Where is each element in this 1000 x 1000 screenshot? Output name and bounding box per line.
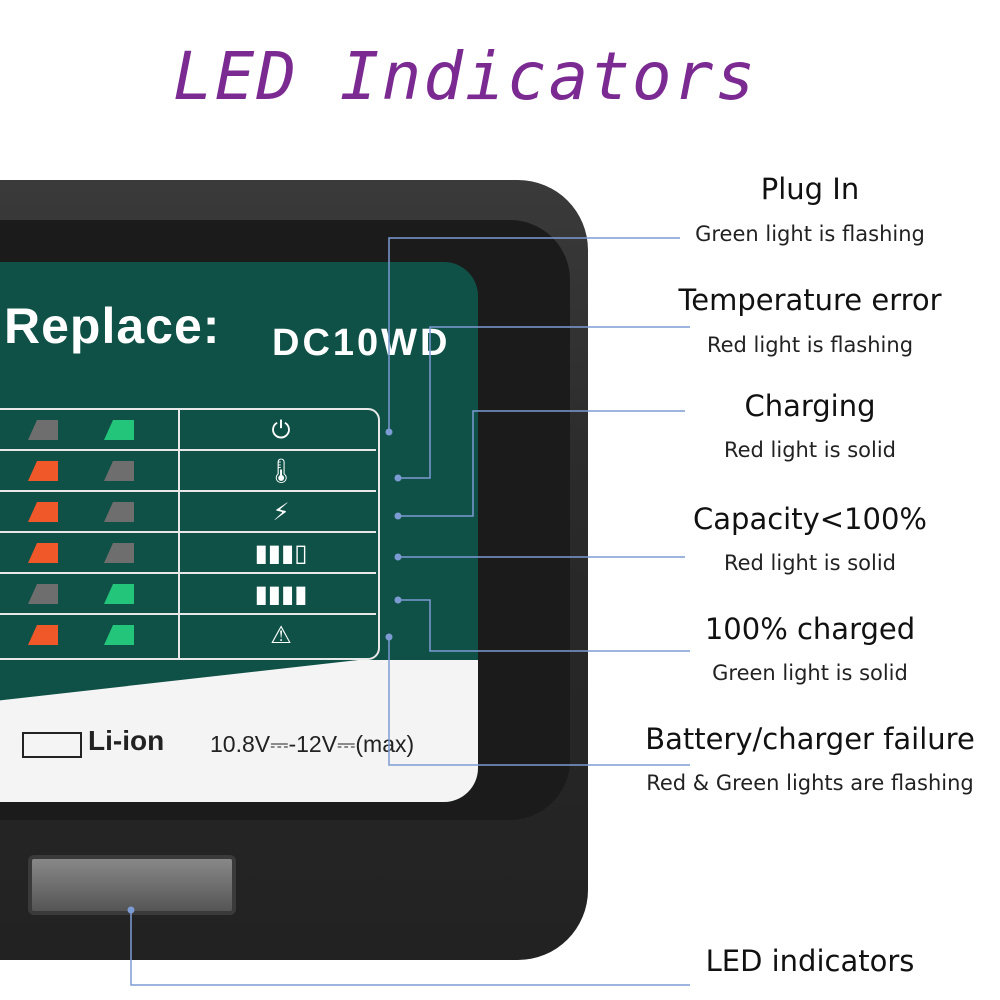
battery-type: Li-ion	[88, 725, 165, 756]
callout-title: Plug In	[760, 172, 860, 206]
indicator-row: ⏻	[0, 410, 376, 451]
red-led	[28, 502, 58, 522]
callout-description: Red light is solid	[723, 551, 897, 575]
callout-dot	[394, 553, 402, 561]
battery-failure-icon: ⚠	[270, 621, 292, 649]
callout-line	[398, 326, 690, 479]
callout-title: Battery/charger failure	[645, 722, 975, 756]
green-led	[104, 502, 134, 522]
thermometer-icon: 🌡	[265, 457, 297, 485]
callout-dot	[385, 428, 393, 436]
charging-battery-icon: ⚡	[272, 498, 290, 526]
green-led	[104, 461, 134, 481]
indicator-table-divider	[178, 408, 180, 658]
callout-dot	[385, 633, 393, 641]
red-led	[28, 461, 58, 481]
callout-dot	[394, 512, 402, 520]
green-led	[104, 625, 134, 645]
callout-dot	[394, 596, 402, 604]
callout-description: Red light is flashing	[706, 333, 914, 357]
indicator-row: 🌡	[0, 451, 376, 492]
callout-line	[388, 637, 690, 766]
callout-description: Green light is solid	[712, 661, 908, 685]
indicator-row: ⚠	[0, 615, 376, 654]
callout-line	[398, 599, 690, 652]
red-led	[28, 625, 58, 645]
indicator-row: ▮▮▮▯	[0, 533, 376, 574]
red-led	[28, 543, 58, 563]
red-led	[28, 584, 58, 604]
model-number: DC10WD	[272, 322, 451, 364]
callout-line	[398, 410, 685, 517]
callout-title: Charging	[744, 389, 876, 423]
battery-outline-icon	[22, 732, 82, 758]
green-led	[104, 420, 134, 440]
indicator-row: ▮▮▮▮	[0, 574, 376, 615]
replace-label: Replace:	[4, 298, 221, 354]
green-led	[104, 584, 134, 604]
callout-title: LED indicators	[705, 944, 915, 978]
callout-dot	[127, 906, 135, 914]
partial-battery-icon: ▮▮▮▯	[254, 539, 308, 567]
green-led	[104, 543, 134, 563]
callout-title: Temperature error	[678, 283, 942, 317]
callout-dot	[394, 474, 402, 482]
voltage-rating: 10.8V⎓-12V⎓(max)	[210, 731, 415, 757]
page-title: LED Indicators	[172, 38, 758, 115]
callout-description: Red light is solid	[723, 438, 897, 462]
callout-line	[130, 910, 690, 986]
indicator-row: ⚡	[0, 492, 376, 533]
indicator-table	[0, 408, 380, 660]
callout-line	[388, 237, 680, 432]
callout-title: Capacity<100%	[693, 502, 927, 536]
callout-description: Green light is flashing	[695, 222, 925, 246]
callout-title: 100% charged	[704, 612, 916, 646]
red-led	[28, 420, 58, 440]
callout-description: Red & Green lights are flashing	[646, 771, 974, 795]
full-battery-icon: ▮▮▮▮	[254, 580, 308, 608]
plug-icon: ⏻	[271, 416, 291, 444]
